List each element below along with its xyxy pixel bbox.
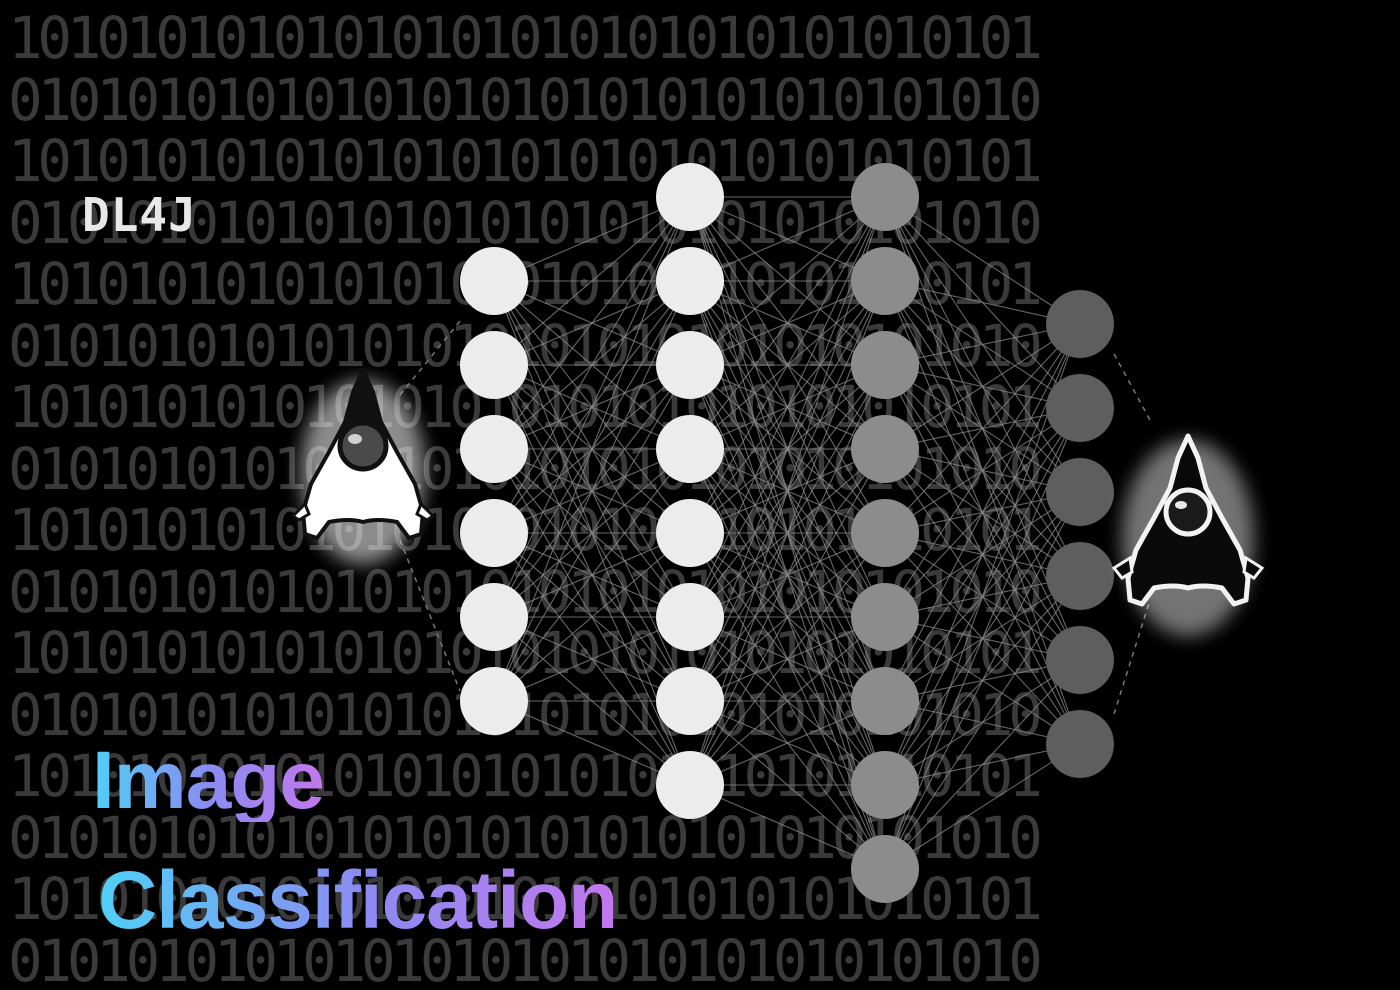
connection-line <box>884 743 1081 870</box>
connection-line <box>884 323 1081 534</box>
hidden-layer-1-node <box>656 583 724 651</box>
connection-line <box>884 196 1081 325</box>
mascot-link-line <box>1113 599 1151 715</box>
hidden-layer-2-node <box>851 751 919 819</box>
hidden-layer-2-node <box>851 331 919 399</box>
connection-line <box>689 700 886 786</box>
input-layer-node <box>460 415 528 483</box>
connection-line <box>884 323 1081 450</box>
mascot-link-line <box>399 539 461 692</box>
hidden-layer-1-node <box>656 415 724 483</box>
hidden-layer-2-node <box>851 247 919 315</box>
connection-line <box>689 196 886 786</box>
title-line-classification: Classification <box>98 855 618 946</box>
java-duke-outline-icon <box>1114 436 1262 636</box>
connection-line <box>689 196 886 618</box>
connection-line <box>493 448 691 702</box>
connection-line <box>689 364 886 786</box>
output-layer-node <box>1046 710 1114 778</box>
connection-line <box>689 448 886 786</box>
output-layer-node <box>1046 290 1114 358</box>
hidden-layer-2-node <box>851 163 919 231</box>
connection-line <box>884 575 1081 870</box>
title-line-image: Image <box>92 735 325 826</box>
input-layer-node <box>460 667 528 735</box>
connection-line <box>689 616 886 786</box>
output-layer-node <box>1046 626 1114 694</box>
hidden-layer-1-node <box>656 667 724 735</box>
connection-line <box>493 196 691 282</box>
hidden-layer-1-node <box>656 163 724 231</box>
hidden-layer-1-node <box>656 247 724 315</box>
connection-line <box>493 196 691 366</box>
input-layer-node <box>460 331 528 399</box>
connection-line <box>493 532 691 702</box>
connection-line <box>689 784 886 870</box>
hidden-layer-2-node <box>851 835 919 903</box>
connection-line <box>689 196 886 282</box>
connection-line <box>493 616 691 702</box>
connection-line <box>689 196 886 534</box>
connection-line <box>884 491 1081 870</box>
hidden-layer-2-node <box>851 667 919 735</box>
connection-line <box>493 196 691 450</box>
connection-line <box>884 323 1081 702</box>
connection-line <box>493 196 691 534</box>
hidden-layer-2-node <box>851 415 919 483</box>
input-layer-node <box>460 247 528 315</box>
input-layer-node <box>460 583 528 651</box>
hidden-layer-2-node <box>851 583 919 651</box>
output-layer-node <box>1046 542 1114 610</box>
hidden-layer-1-node <box>656 499 724 567</box>
connection-line <box>493 700 691 786</box>
connection-line <box>493 280 691 702</box>
connection-line <box>689 532 886 786</box>
connection-line <box>884 323 1081 618</box>
connection-line <box>689 196 886 450</box>
network-connections <box>399 196 1151 870</box>
java-duke-icon <box>293 370 433 564</box>
mascot-link-line <box>1113 353 1151 421</box>
network-nodes <box>460 163 1114 903</box>
connection-line <box>493 364 691 702</box>
brand-label: DL4J <box>82 188 197 242</box>
hidden-layer-1-node <box>656 751 724 819</box>
connection-line <box>689 196 886 366</box>
output-layer-node <box>1046 458 1114 526</box>
hidden-layer-1-node <box>656 331 724 399</box>
mascot-link-line <box>399 320 461 396</box>
input-layer-node <box>460 499 528 567</box>
connection-line <box>493 196 691 618</box>
connection-line <box>884 659 1081 870</box>
output-layer-node <box>1046 374 1114 442</box>
hidden-layer-2-node <box>851 499 919 567</box>
